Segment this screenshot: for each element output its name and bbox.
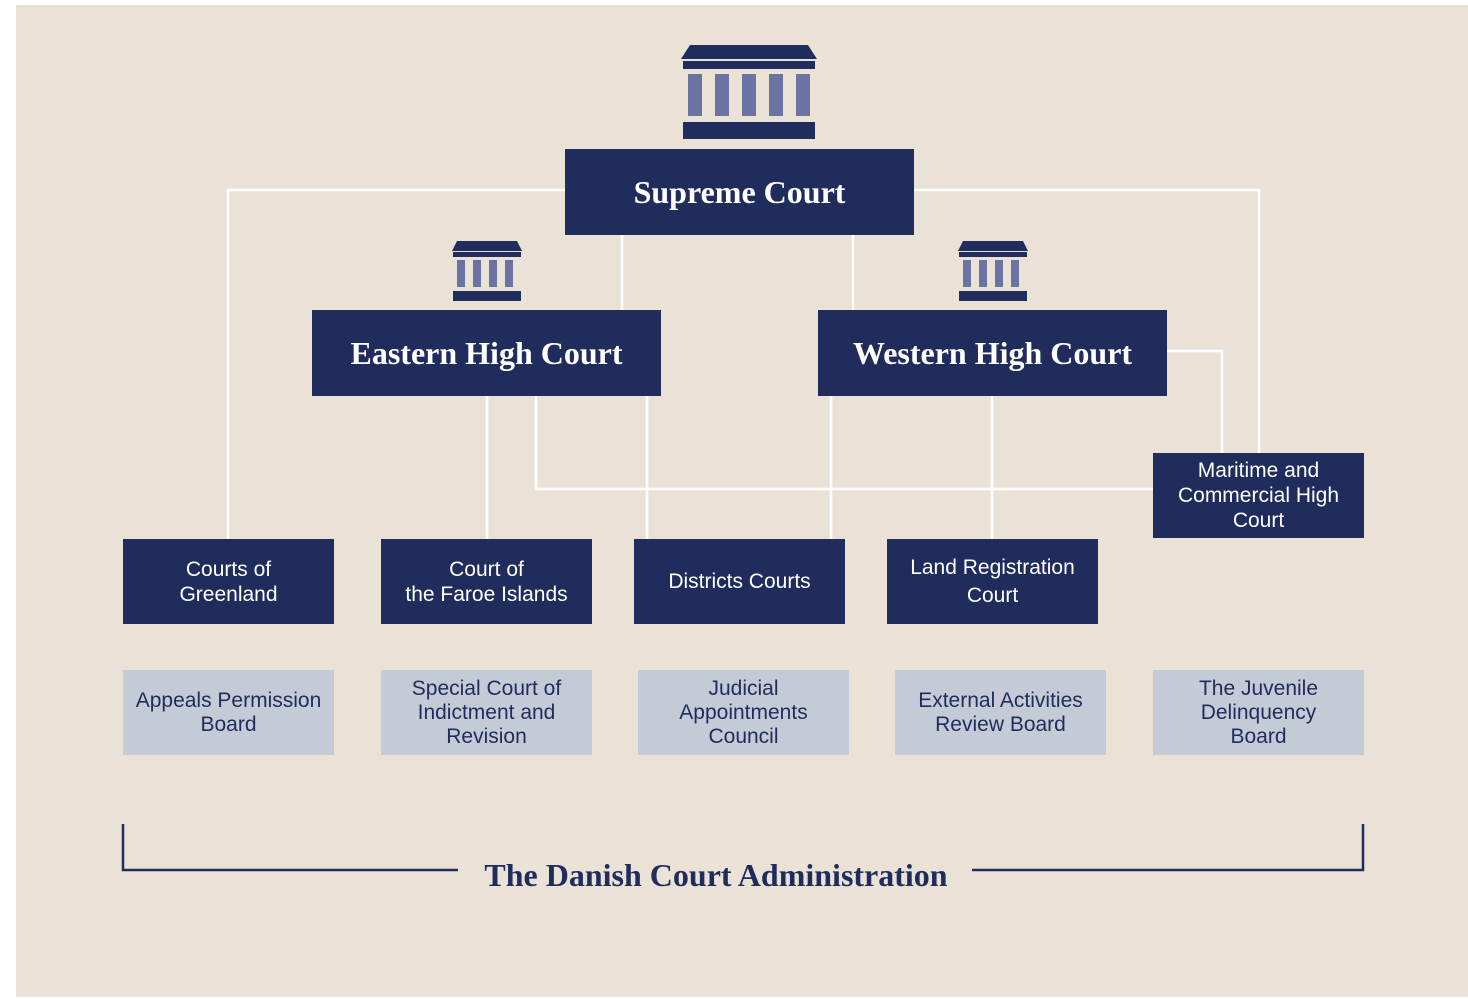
external-activities-review-board-box: External Activities Review Board xyxy=(895,670,1106,755)
maritime-commercial-high-court-label: Maritime and Commercial High Court xyxy=(1177,459,1340,532)
western-high-court-label: Western High Court xyxy=(852,334,1133,371)
bracket-right xyxy=(972,824,1365,872)
supreme-court-label: Supreme Court xyxy=(633,173,846,210)
courts-of-greenland-box: Courts of Greenland xyxy=(123,539,334,624)
maritime-commercial-high-court-box: Maritime and Commercial High Court xyxy=(1153,453,1364,538)
court-administration-label: The Danish Court Administration xyxy=(484,857,948,893)
connector-western-maritime xyxy=(1166,349,1224,453)
judicial-appointments-council-box: Judicial Appointments Council xyxy=(638,670,849,755)
courts-of-greenland-label: Courts of Greenland xyxy=(179,557,278,606)
western-high-court-box: Western High Court xyxy=(818,310,1167,396)
bracket-left xyxy=(121,824,458,872)
eastern-high-court-box: Eastern High Court xyxy=(312,310,661,396)
org-chart: Supreme Court Eastern High Court Western… xyxy=(16,5,1468,997)
land-registration-court-label: Land Registration Court xyxy=(910,555,1075,607)
districts-courts-label: Districts Courts xyxy=(668,570,811,593)
court-of-faroe-islands-label: Court of the Faroe Islands xyxy=(405,557,568,606)
courthouse-icon xyxy=(681,45,817,139)
connector-supreme-maritime xyxy=(913,188,1261,453)
courthouse-icon xyxy=(958,241,1028,301)
districts-courts-box: Districts Courts xyxy=(634,539,845,624)
eastern-high-court-label: Eastern High Court xyxy=(350,334,623,371)
courthouse-icon xyxy=(452,241,522,301)
juvenile-delinquency-board-label: The Juvenile Delinquency Board xyxy=(1198,676,1319,748)
supreme-court-box: Supreme Court xyxy=(565,149,914,235)
connector-supreme-greenland xyxy=(226,188,566,539)
connector-eastern-maritime xyxy=(534,396,1153,491)
juvenile-delinquency-board-box: The Juvenile Delinquency Board xyxy=(1153,670,1364,755)
court-of-faroe-islands-box: Court of the Faroe Islands xyxy=(381,539,592,624)
appeals-permission-board-label: Appeals Permission Board xyxy=(135,688,322,736)
external-activities-review-board-label: External Activities Review Board xyxy=(918,688,1083,736)
land-registration-court-box: Land Registration Court xyxy=(887,539,1098,624)
appeals-permission-board-box: Appeals Permission Board xyxy=(123,670,334,755)
special-court-label: Special Court of Indictment and Revision xyxy=(411,676,562,748)
connector-lines xyxy=(121,188,1365,872)
special-court-box: Special Court of Indictment and Revision xyxy=(381,670,592,755)
judicial-appointments-council-label: Judicial Appointments Council xyxy=(679,676,808,748)
